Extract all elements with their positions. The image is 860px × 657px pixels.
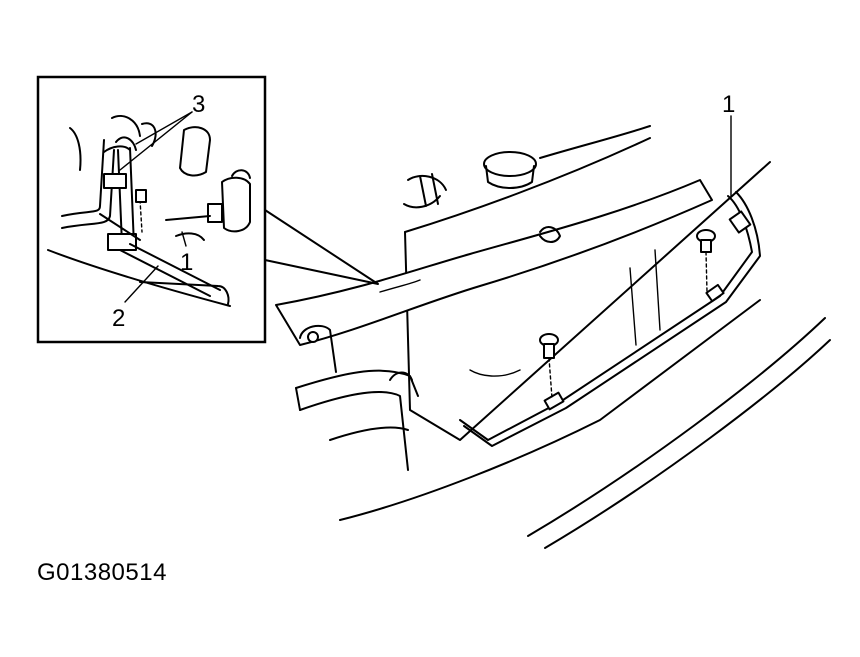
callout-leader-inset-3b bbox=[119, 111, 193, 171]
fender-curve-inner bbox=[544, 339, 831, 549]
callout-leader-inset-2 bbox=[124, 265, 159, 303]
callout-label-inset-1: 1 bbox=[180, 249, 193, 276]
inset-contents bbox=[47, 115, 251, 307]
bolt-left bbox=[539, 333, 559, 399]
main-tube-line bbox=[459, 191, 761, 447]
hose-highlight bbox=[379, 279, 421, 293]
body-panel-top bbox=[404, 137, 651, 233]
body-panel-outline bbox=[404, 161, 771, 441]
inner-panel-line-3 bbox=[469, 369, 521, 377]
figure-code: G01380514 bbox=[37, 559, 167, 586]
callout-label-main-1: 1 bbox=[722, 91, 735, 118]
hose-clamp bbox=[403, 173, 447, 209]
inner-panel-line-1 bbox=[629, 267, 637, 346]
inner-panel-line-2 bbox=[654, 249, 661, 331]
detail-inset: 3 2 1 bbox=[36, 75, 379, 344]
callout-label-inset-2: 2 bbox=[112, 305, 125, 332]
callout-leader-inset-1 bbox=[181, 231, 187, 247]
main-view: 1 bbox=[275, 91, 831, 549]
callout-leader-inset-3a bbox=[135, 111, 193, 145]
fender-curve-outer bbox=[527, 317, 826, 537]
hose-bump bbox=[539, 226, 561, 243]
lower-edge-line bbox=[339, 299, 761, 521]
inset-pointer bbox=[264, 209, 379, 285]
callout-label-inset-3: 3 bbox=[192, 91, 205, 118]
filler-cap bbox=[483, 125, 651, 189]
main-hose bbox=[275, 179, 713, 346]
bolt-right bbox=[696, 229, 716, 293]
lower-bracket bbox=[295, 324, 419, 471]
